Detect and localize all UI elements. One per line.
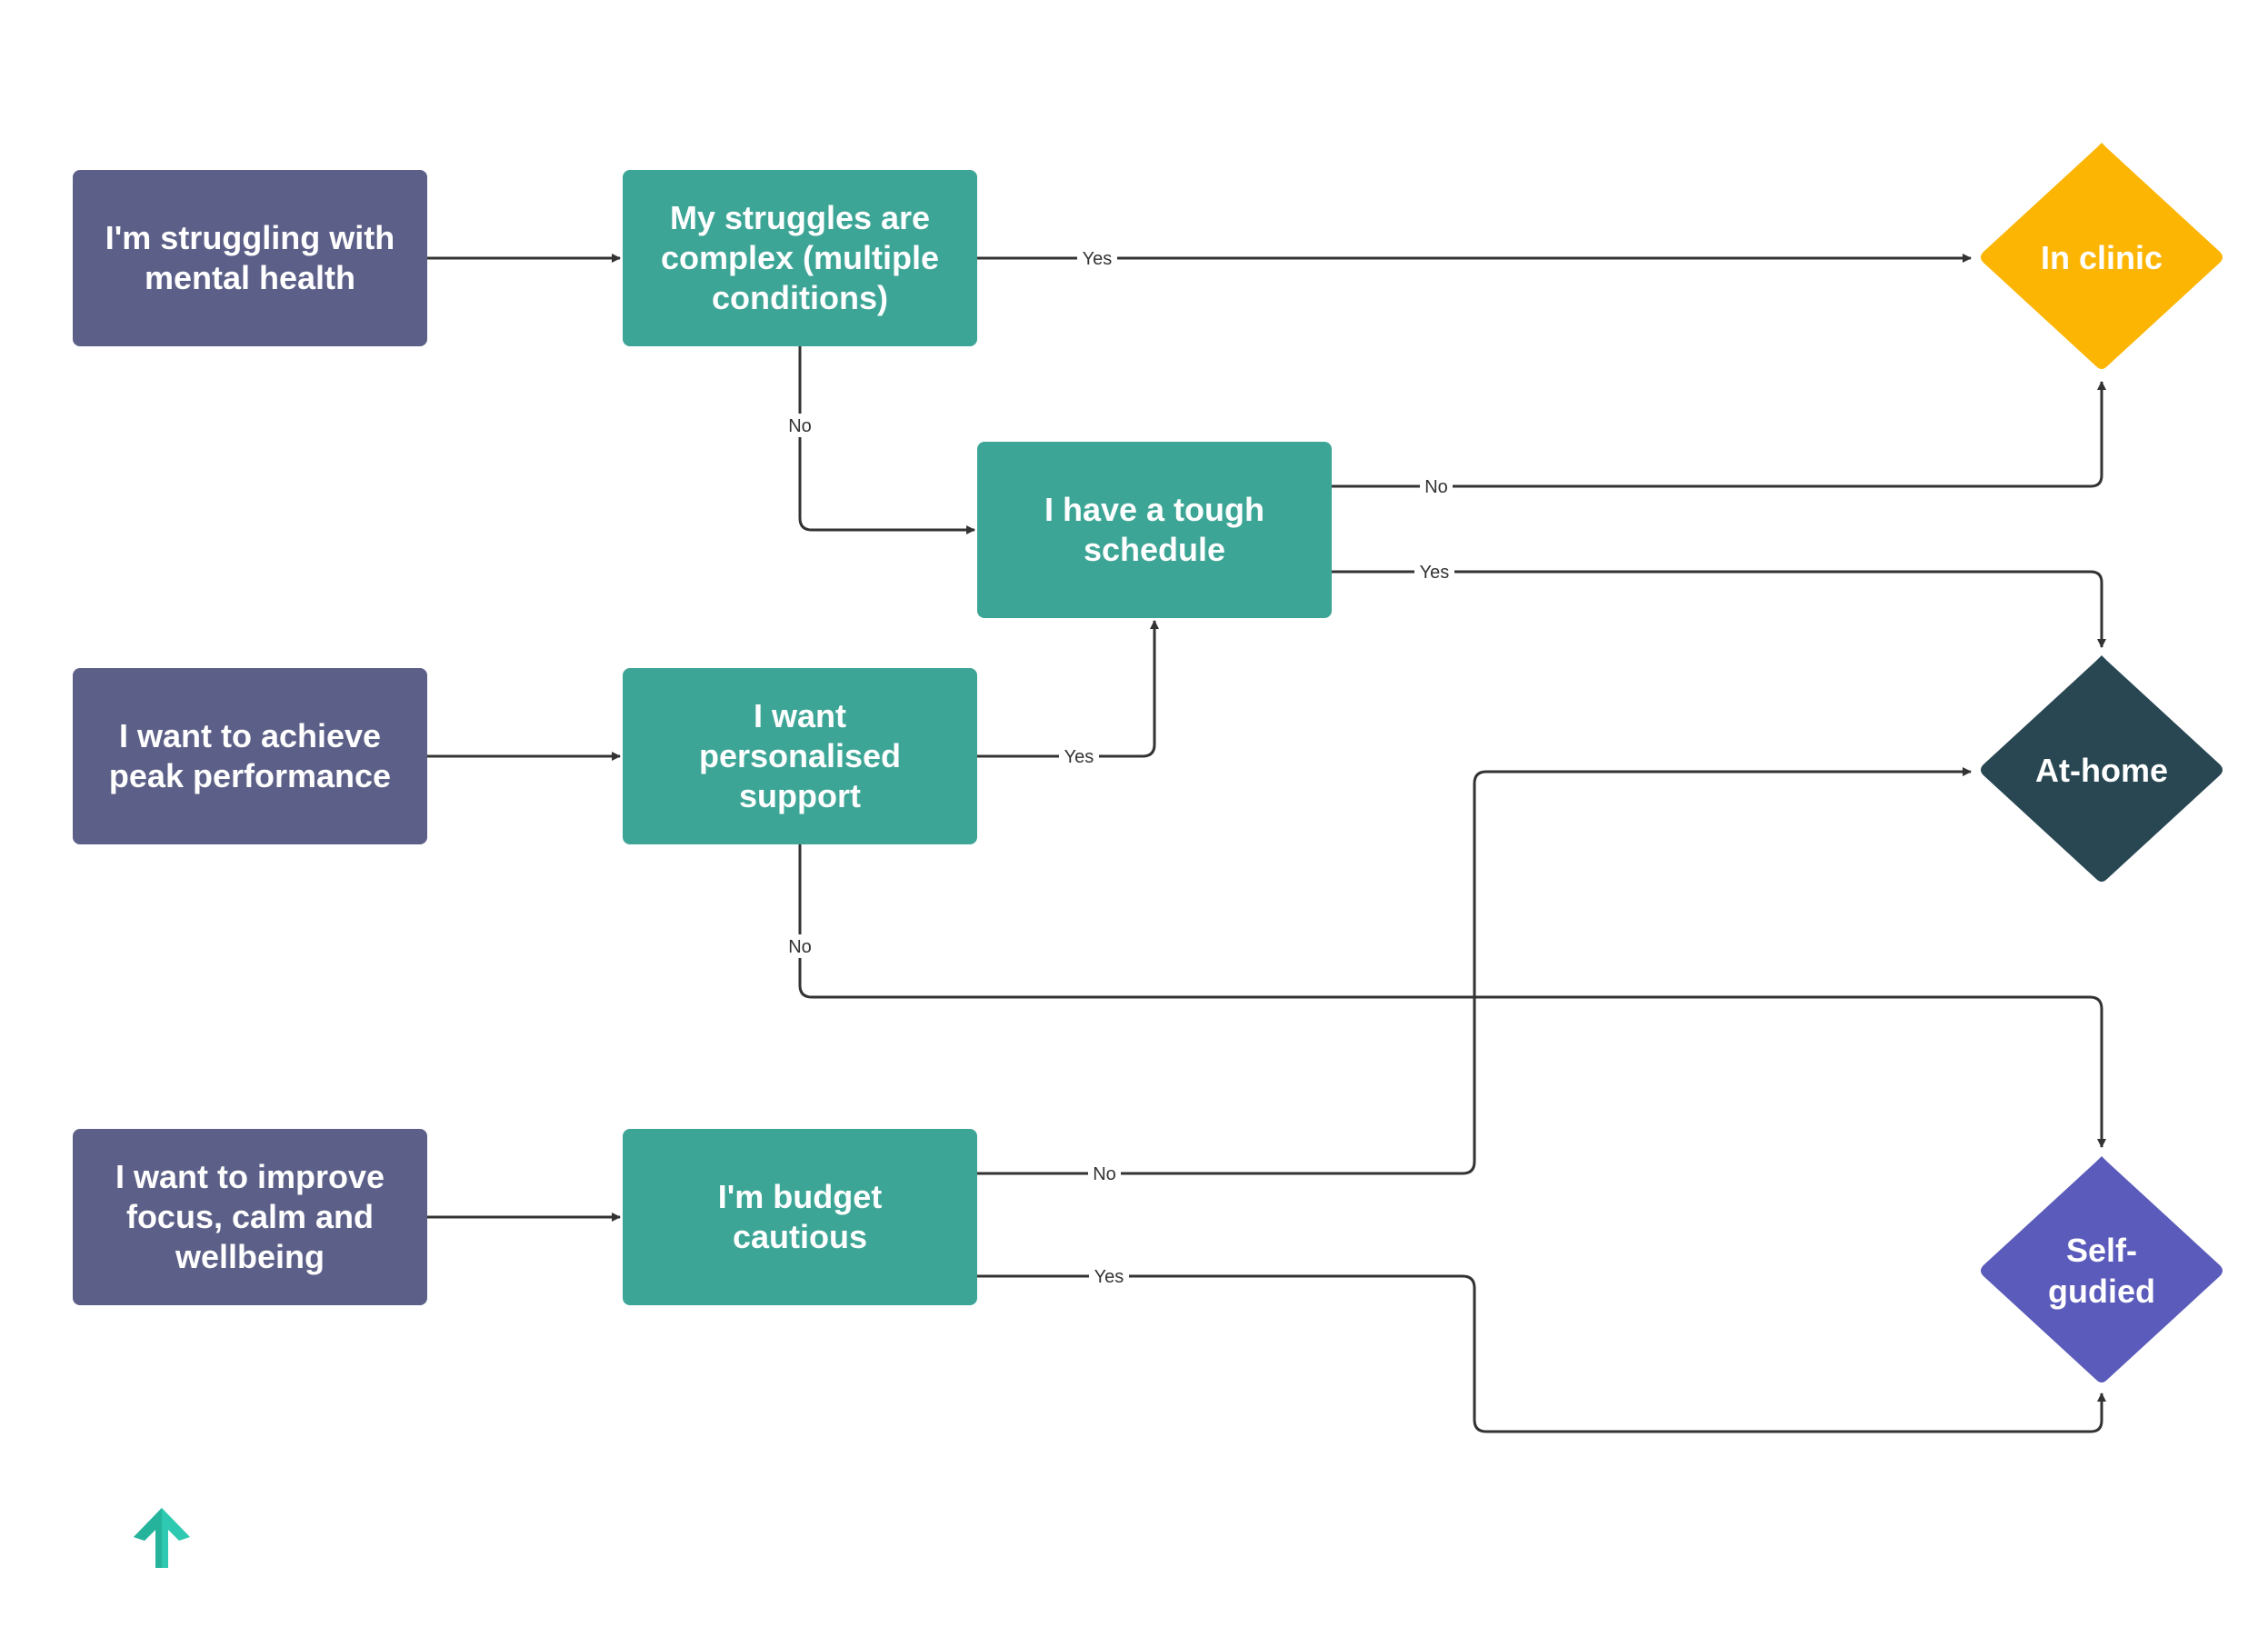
start-node-mental-health-label: I'm struggling with mental health <box>105 219 395 296</box>
start-node-mental-health[interactable]: I'm struggling with mental health <box>73 170 427 346</box>
start-node-peak-performance-label: I want to achieve peak performance <box>108 717 392 794</box>
start-node-focus-calm-label: I want to improve focus, calm and wellbe… <box>115 1158 385 1275</box>
outcome-at-home-label: At-home <box>2035 751 2168 789</box>
edge-label-personalised-yes: Yes <box>1064 747 1094 767</box>
edge-label-complex-yes: Yes <box>1083 249 1113 269</box>
decision-node-schedule[interactable]: I have a tough schedule <box>977 442 1332 618</box>
at-home-diamond-shape <box>1981 655 2223 882</box>
outcome-self-guided[interactable]: Self-gudied <box>1974 1153 2229 1389</box>
decision-node-complex[interactable]: My struggles are complex (multiple condi… <box>623 170 977 346</box>
outcome-self-guided-label: Self-gudied <box>2048 1232 2155 1310</box>
edge-label-budget-yes: Yes <box>1094 1267 1124 1287</box>
decision-node-schedule-label: I have a tough schedule <box>1044 491 1265 568</box>
edge-label-schedule-no: No <box>1424 477 1448 497</box>
edge-label-schedule-yes: Yes <box>1420 563 1450 583</box>
edge-label-personalised-no: No <box>788 937 812 957</box>
edge-label-complex-no: No <box>788 416 812 436</box>
edge-label-budget-no: No <box>1093 1164 1116 1184</box>
self-guided-diamond-shape <box>1981 1156 2223 1382</box>
decision-node-budget[interactable]: I'm budget cautious <box>623 1129 977 1305</box>
edge-complex-no <box>798 346 975 534</box>
decision-node-complex-label: My struggles are complex (multiple condi… <box>660 199 940 316</box>
edge-personalised-no <box>798 844 2106 1148</box>
edge-budget-no <box>977 767 1972 1175</box>
decision-node-personalised-label: I want personalised support <box>698 697 902 814</box>
edge-schedule-yes <box>1332 570 2106 648</box>
outcome-at-home[interactable]: At-home <box>1974 652 2229 888</box>
decision-node-budget-label: I'm budget cautious <box>717 1178 883 1255</box>
upward-arrow-logo-icon <box>134 1508 190 1568</box>
decision-node-personalised[interactable]: I want personalised support <box>623 668 977 844</box>
edge-personalised-yes <box>977 620 1159 758</box>
start-node-peak-performance[interactable]: I want to achieve peak performance <box>73 668 427 844</box>
outcome-in-clinic-label: In clinic <box>2040 238 2163 276</box>
edge-schedule-no <box>1332 381 2106 488</box>
outcome-in-clinic[interactable]: In clinic <box>1974 139 2229 375</box>
in-clinic-diamond-shape <box>1981 143 2223 369</box>
start-node-focus-calm[interactable]: I want to improve focus, calm and wellbe… <box>73 1129 427 1305</box>
edge-budget-yes <box>977 1274 2106 1433</box>
